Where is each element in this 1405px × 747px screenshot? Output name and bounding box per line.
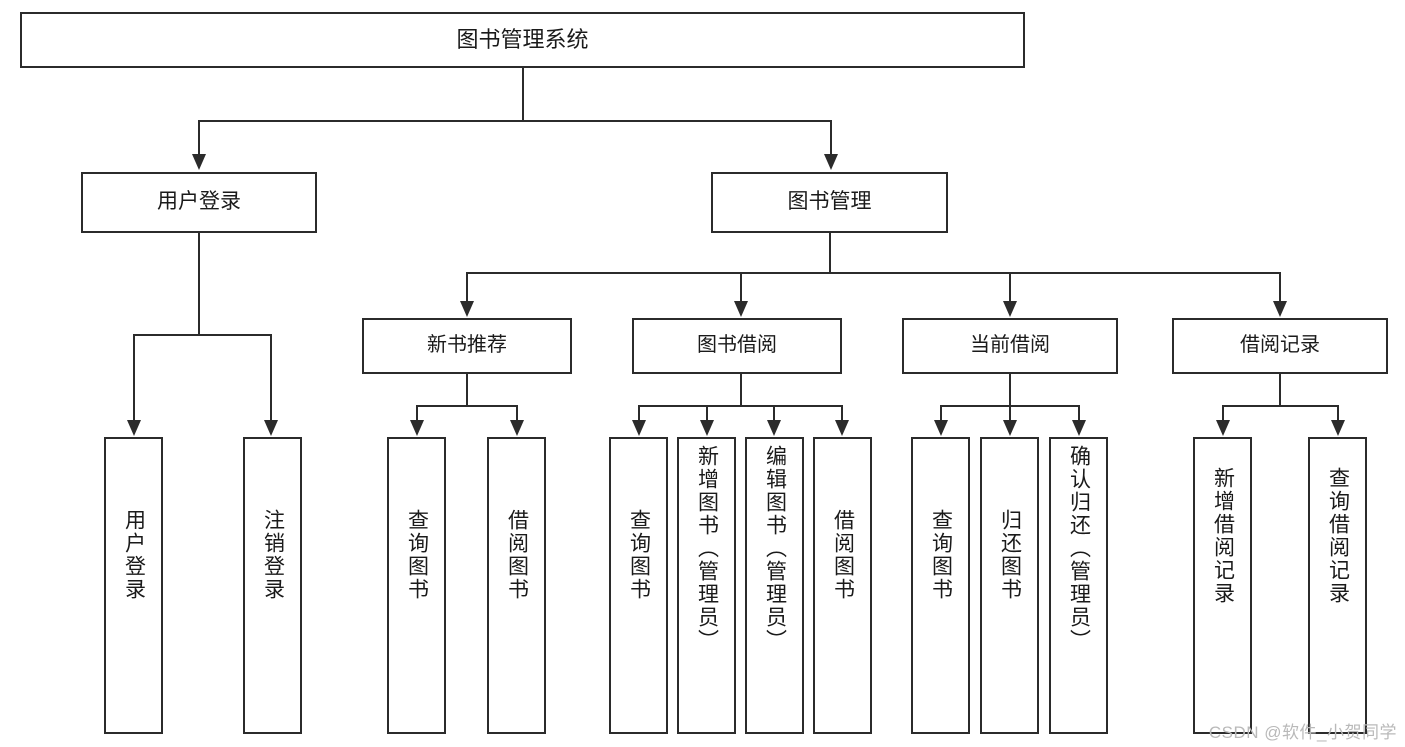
- arrowhead-book-management: [824, 154, 838, 170]
- node-leaf-borrow-book-2[interactable]: 借阅图书: [813, 437, 872, 734]
- connector-cb-to-leaf-1: [940, 405, 942, 422]
- node-label: 当前借阅: [970, 334, 1050, 357]
- node-leaf-user-login[interactable]: 用户登录: [104, 437, 163, 734]
- connector-root-to-user-login: [198, 120, 200, 156]
- node-label: 新增图书（管理员）: [695, 445, 719, 652]
- node-leaf-query-borrow-record[interactable]: 查询借阅记录: [1308, 437, 1367, 734]
- node-label: 查询借阅记录: [1326, 467, 1350, 605]
- arrowhead-leaf-user-logout: [264, 420, 278, 436]
- arrowhead-borrow-record: [1273, 301, 1287, 317]
- node-label: 注销登录: [261, 509, 285, 601]
- arrowhead-leaf-user-login: [127, 420, 141, 436]
- node-leaf-query-book-1[interactable]: 查询图书: [387, 437, 446, 734]
- node-root-system[interactable]: 图书管理系统: [20, 12, 1025, 68]
- node-leaf-query-book-3[interactable]: 查询图书: [911, 437, 970, 734]
- connector-new-book-recommend-stem: [466, 374, 468, 406]
- arrowhead-leaf-query-borrow-record: [1331, 420, 1345, 436]
- connector-cb-to-leaf-3: [1078, 405, 1080, 422]
- node-leaf-query-book-2[interactable]: 查询图书: [609, 437, 668, 734]
- node-label: 查询图书: [627, 509, 651, 601]
- arrowhead-leaf-borrow-book-2: [835, 420, 849, 436]
- node-label: 新增借阅记录: [1211, 467, 1235, 605]
- node-label: 编辑图书（管理员）: [763, 445, 787, 652]
- connector-br-to-leaf-1: [1222, 405, 1224, 422]
- node-label: 归还图书: [998, 509, 1022, 601]
- arrowhead-leaf-add-borrow-record: [1216, 420, 1230, 436]
- node-user-login[interactable]: 用户登录: [81, 172, 317, 233]
- arrowhead-leaf-confirm-return-admin: [1072, 420, 1086, 436]
- node-current-borrow[interactable]: 当前借阅: [902, 318, 1118, 374]
- node-leaf-borrow-book-1[interactable]: 借阅图书: [487, 437, 546, 734]
- node-leaf-edit-book-admin[interactable]: 编辑图书（管理员）: [745, 437, 804, 734]
- connector-to-current-borrow: [1009, 272, 1011, 302]
- connector-to-book-borrow: [740, 272, 742, 302]
- node-label: 图书管理: [787, 190, 872, 214]
- arrowhead-leaf-edit-book-admin: [767, 420, 781, 436]
- connector-user-login-to-leaf-2: [270, 334, 272, 422]
- connector-bb-to-leaf-1: [638, 405, 640, 422]
- connector-user-login-bus: [133, 334, 270, 336]
- connector-level3-bus: [466, 272, 1280, 274]
- node-leaf-confirm-return-admin[interactable]: 确认归还（管理员）: [1049, 437, 1108, 734]
- connector-root-to-book-management: [830, 120, 832, 156]
- connector-cb-to-leaf-2: [1009, 405, 1011, 422]
- arrowhead-user-login: [192, 154, 206, 170]
- arrowhead-leaf-borrow-book-1: [510, 420, 524, 436]
- node-borrow-record[interactable]: 借阅记录: [1172, 318, 1388, 374]
- connector-book-borrow-stem: [740, 374, 742, 406]
- node-label: 查询图书: [405, 509, 429, 601]
- node-label: 图书借阅: [697, 334, 777, 357]
- connector-to-borrow-record: [1279, 272, 1281, 302]
- arrowhead-current-borrow: [1003, 301, 1017, 317]
- node-label: 借阅图书: [831, 509, 855, 601]
- connector-bb-to-leaf-3: [773, 405, 775, 422]
- node-leaf-user-logout[interactable]: 注销登录: [243, 437, 302, 734]
- connector-to-new-book-recommend: [466, 272, 468, 302]
- node-label: 用户登录: [157, 190, 241, 214]
- connector-user-login-to-leaf-1: [133, 334, 135, 422]
- node-label: 借阅图书: [505, 509, 529, 601]
- arrowhead-leaf-add-book-admin: [700, 420, 714, 436]
- node-leaf-return-book[interactable]: 归还图书: [980, 437, 1039, 734]
- node-book-borrow[interactable]: 图书借阅: [632, 318, 842, 374]
- connector-nbr-to-leaf-1: [416, 405, 418, 422]
- node-label: 新书推荐: [427, 334, 507, 357]
- connector-user-login-stem: [198, 233, 200, 335]
- arrowhead-leaf-return-book: [1003, 420, 1017, 436]
- node-leaf-add-borrow-record[interactable]: 新增借阅记录: [1193, 437, 1252, 734]
- connector-bb-to-leaf-4: [841, 405, 843, 422]
- arrowhead-leaf-query-book-3: [934, 420, 948, 436]
- node-label: 图书管理系统: [456, 27, 589, 53]
- node-label: 确认归还（管理员）: [1067, 445, 1091, 652]
- node-new-book-recommend[interactable]: 新书推荐: [362, 318, 572, 374]
- node-label: 用户登录: [122, 509, 146, 601]
- arrowhead-leaf-query-book-2: [632, 420, 646, 436]
- connector-book-borrow-bus: [638, 405, 843, 407]
- node-book-management[interactable]: 图书管理: [711, 172, 948, 233]
- connector-borrow-record-stem: [1279, 374, 1281, 406]
- connector-book-management-stem: [829, 233, 831, 273]
- connector-root-stem: [522, 68, 524, 120]
- connector-nbr-to-leaf-2: [516, 405, 518, 422]
- node-leaf-add-book-admin[interactable]: 新增图书（管理员）: [677, 437, 736, 734]
- connector-br-to-leaf-2: [1337, 405, 1339, 422]
- arrowhead-new-book-recommend: [460, 301, 474, 317]
- connector-borrow-record-bus: [1222, 405, 1338, 407]
- connector-current-borrow-stem: [1009, 374, 1011, 406]
- connector-root-bus: [198, 120, 832, 122]
- arrowhead-leaf-query-book-1: [410, 420, 424, 436]
- node-label: 借阅记录: [1240, 334, 1320, 357]
- arrowhead-book-borrow: [734, 301, 748, 317]
- connector-bb-to-leaf-2: [706, 405, 708, 422]
- connector-new-book-recommend-bus: [416, 405, 518, 407]
- node-label: 查询图书: [929, 509, 953, 601]
